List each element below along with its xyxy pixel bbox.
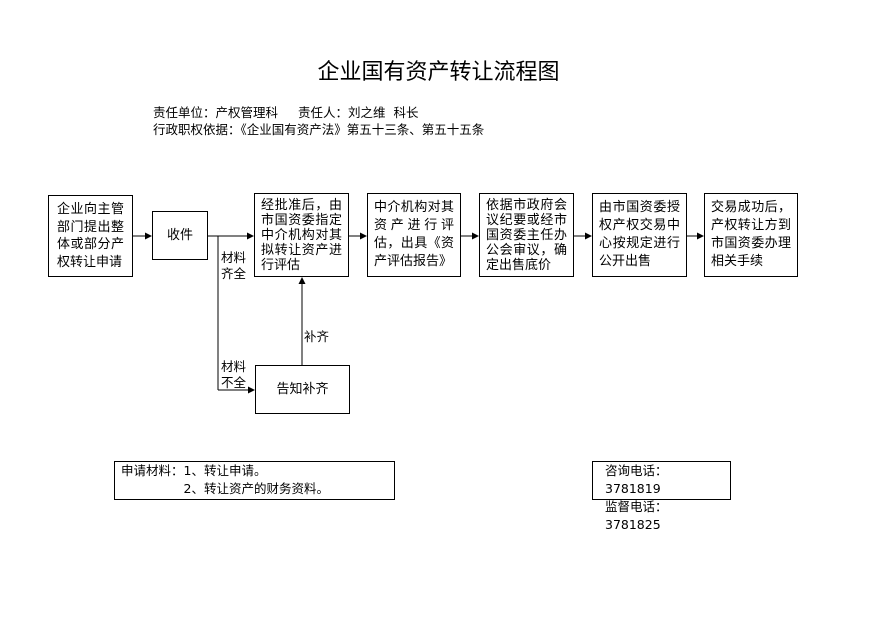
page-title: 企业国有资产转让流程图	[317, 60, 560, 85]
step-text-line: 权转让申请	[57, 254, 123, 270]
consult-phone: 咨询电话：3781819	[605, 463, 668, 496]
step-text-line: 公开出售	[599, 254, 652, 269]
edge-label-line: 不全	[221, 375, 247, 390]
step-text-line: 心按规定进行	[599, 236, 680, 251]
step-text-line: 行评估	[261, 257, 301, 273]
step-text-line: 经批准后，由	[261, 197, 342, 213]
edge-label-line: 齐全	[221, 266, 247, 281]
step-text-line: 定出售底价	[486, 257, 552, 273]
step-receive-box: 收件	[152, 211, 208, 260]
step-text-line: 依据市政府会	[486, 197, 567, 213]
edge-label-incomplete: 材料 不全	[221, 359, 246, 391]
step-apply-box: 企业向主管 部门提出整 体或部分产 权转让申请	[48, 195, 133, 277]
step-text-line: 权产权交易中	[599, 218, 680, 233]
step-text-line: 中介机构对其	[261, 227, 342, 243]
edge-label-line: 材料	[221, 250, 247, 265]
edge-label-complete: 材料 齐全	[221, 250, 246, 282]
materials-label: 申请材料：	[121, 463, 184, 478]
step-sale-box: 由市国资委授 权产权交易中 心按规定进行 公开出售	[592, 193, 687, 277]
step-text-line: 相关手续	[711, 254, 764, 269]
step-text-line: 资产进行评	[374, 218, 454, 233]
step-text-line: 拟转让资产进	[261, 242, 342, 258]
step-text-line: 中介机构对其	[374, 200, 454, 215]
step-text-line: 估，出具《资	[374, 236, 454, 251]
step-notify-box: 告知补齐	[255, 365, 350, 414]
arrow-approve-to-appraisal	[349, 232, 367, 240]
responsible-unit: 责任单位：产权管理科	[153, 105, 279, 120]
step-appraisal-box: 中介机构对其 资产进行评 估，出具《资 产评估报告》	[367, 193, 461, 277]
step-text-line: 企业向主管	[57, 202, 124, 217]
step-complete-box: 交易成功后， 产权转让方到 市国资委办理 相关手续	[704, 193, 798, 277]
arrow-notify-to-approve	[298, 277, 306, 365]
materials-item: 1、转让申请。	[183, 463, 267, 478]
step-text-line: 收件	[166, 227, 193, 243]
step-text-line: 市国资委指定	[261, 212, 342, 228]
arrow-sale-to-complete	[687, 232, 704, 240]
step-text-line: 议纪要或经市	[486, 212, 567, 228]
materials-item: 2、转让资产的财务资料。	[183, 481, 329, 496]
step-text-line: 告知补齐	[276, 381, 329, 397]
step-text-line: 由市国资委授	[599, 200, 680, 215]
step-text-line: 体或部分产	[57, 237, 124, 252]
arrow-appraisal-to-price	[461, 232, 479, 240]
arrow-receive-to-approve	[208, 232, 254, 240]
step-text-line: 产评估报告》	[374, 254, 453, 269]
contacts-box: 咨询电话：3781819 监督电话：3781825	[592, 461, 731, 532]
step-text-line: 公会审议，确	[486, 242, 567, 258]
materials-list: 申请材料： 1、转让申请。 2、转让资产的财务资料。	[121, 462, 388, 498]
step-text-line: 部门提出整	[57, 219, 124, 235]
arrow-apply-to-receive	[133, 232, 152, 240]
arrow-price-to-sale	[574, 232, 592, 240]
edge-label-line: 材料	[221, 359, 247, 374]
supervise-phone: 监督电话：3781825	[605, 499, 668, 532]
legal-basis: 行政职权依据：《企业国有资产法》第五十三条、第五十五条	[153, 122, 485, 137]
materials-box: 申请材料： 1、转让申请。 2、转让资产的财务资料。	[114, 461, 395, 500]
step-approve-box: 经批准后，由 市国资委指定 中介机构对其 拟转让资产进 行评估	[254, 193, 349, 277]
step-text-line: 市国资委办理	[711, 236, 791, 251]
step-text-line: 交易成功后，	[711, 200, 791, 215]
step-text-line: 国资委主任办	[486, 227, 567, 243]
step-price-box: 依据市政府会 议纪要或经市 国资委主任办 公会审议，确 定出售底价	[479, 193, 574, 277]
edge-label-supplement: 补齐	[304, 329, 330, 344]
responsible-person: 责任人：刘之维 科长	[298, 105, 419, 120]
step-text-line: 产权转让方到	[711, 218, 791, 233]
